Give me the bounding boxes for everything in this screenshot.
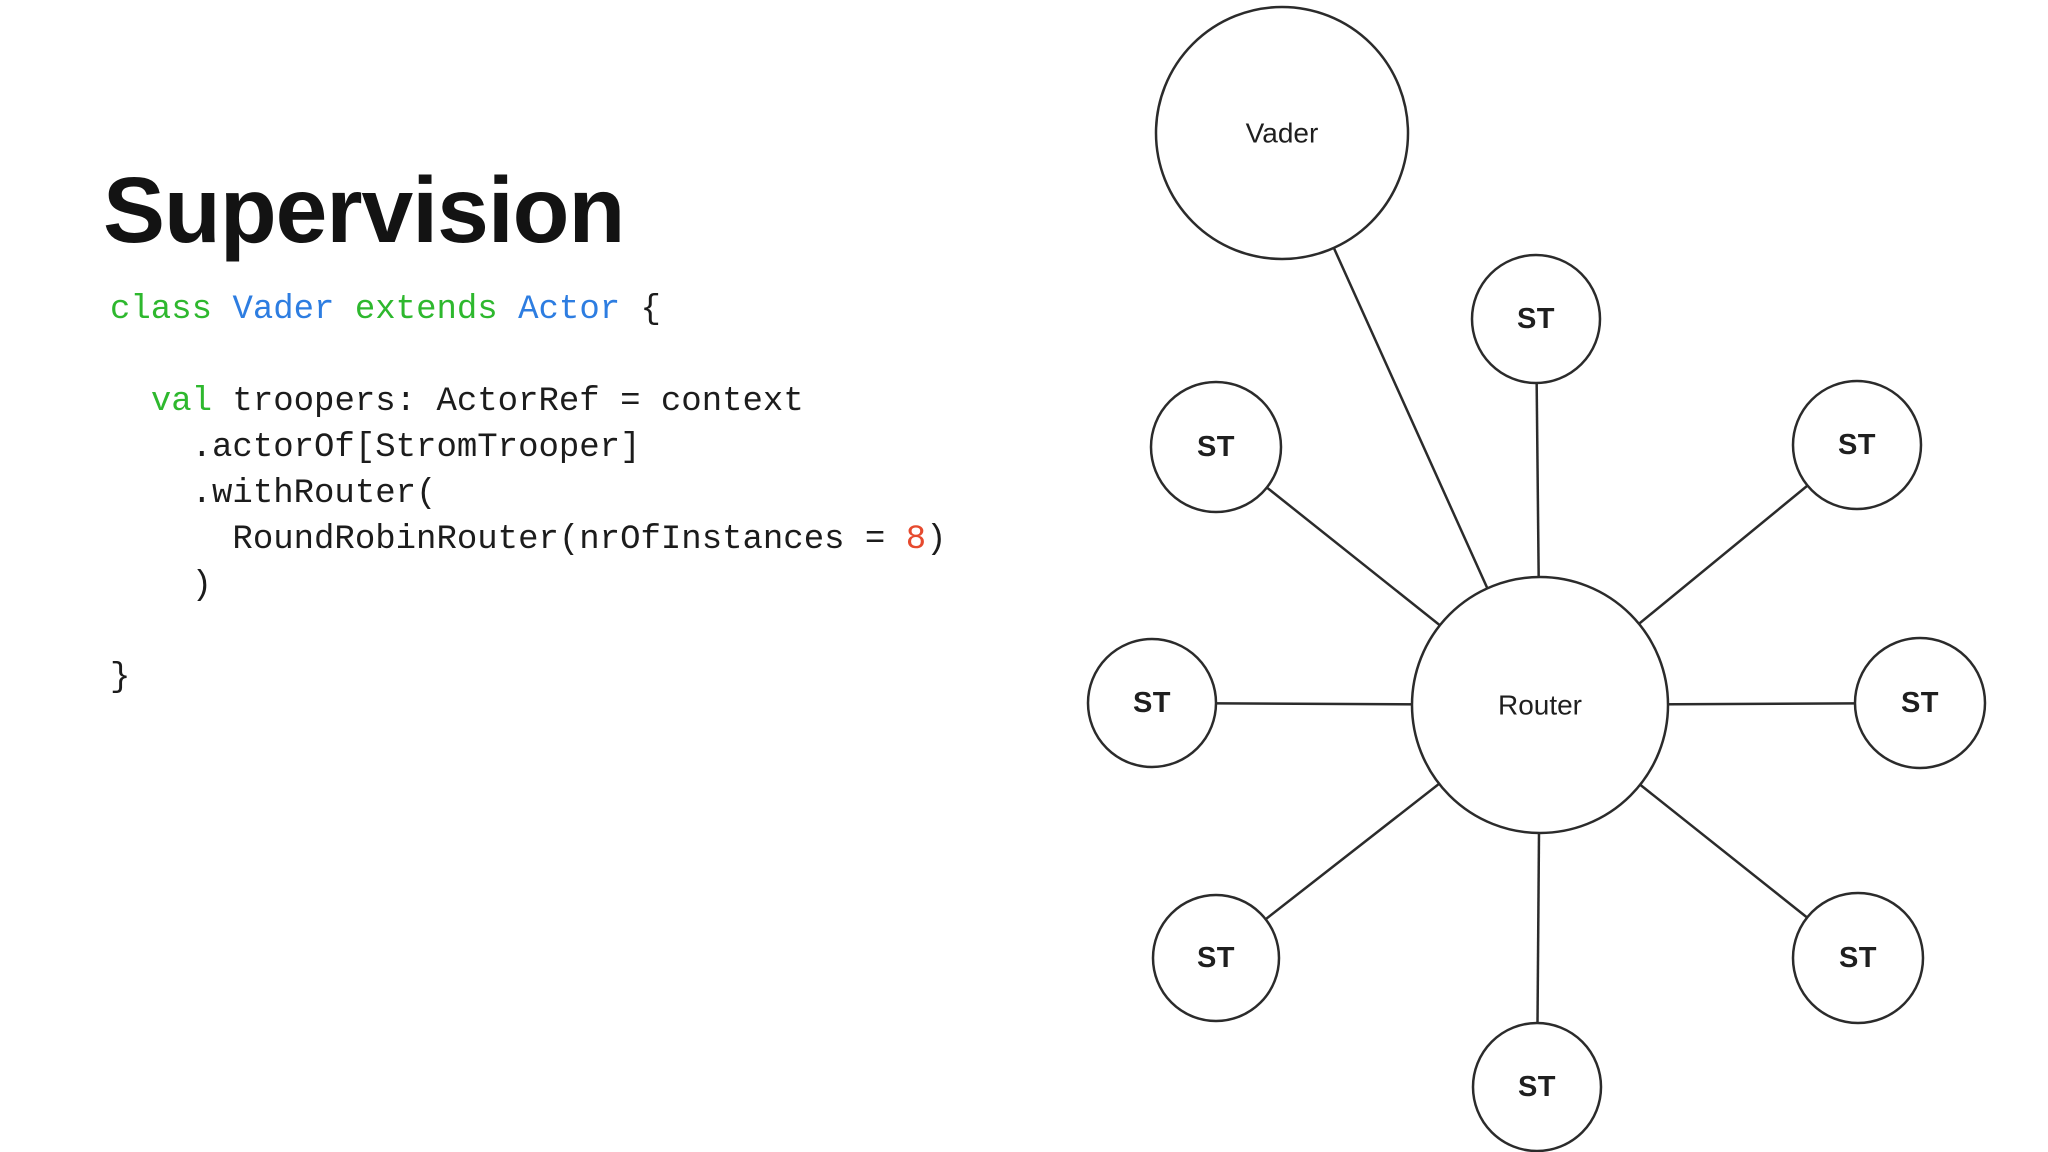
code-line: RoundRobinRouter(nrOfInstances = 8) (110, 517, 947, 563)
node-label-router: Router (1498, 690, 1582, 721)
code-block: class Vader extends Actor { val troopers… (110, 287, 947, 701)
node-label-st-left: ST (1133, 687, 1171, 719)
node-circle-st-right (1853, 636, 1987, 770)
code-token: RoundRobinRouter(nrOfInstances = (110, 521, 906, 559)
node-label-vader: Vader (1246, 118, 1319, 149)
node-label-st-top: ST (1517, 303, 1555, 335)
node-label-st-bottom-left: ST (1197, 942, 1235, 974)
code-token-num: 8 (905, 521, 927, 559)
code-token-type: Vader (232, 291, 335, 329)
node-label-st-upper-right: ST (1838, 429, 1876, 461)
code-token: { (620, 291, 661, 329)
code-token-type: Actor (518, 291, 621, 329)
node-label-st-upper-left: ST (1197, 431, 1235, 463)
code-line: class Vader extends Actor { (110, 287, 947, 333)
code-line: .actorOf[StromTrooper] (110, 425, 947, 471)
code-line: } (110, 655, 947, 701)
node-circle-st-top (1470, 253, 1602, 385)
node-circle-vader (1154, 5, 1410, 261)
code-token: ) (926, 521, 947, 559)
node-circle-st-upper-right (1791, 379, 1923, 511)
code-token-kw: val (150, 383, 213, 421)
slide-title: Supervision (103, 158, 625, 263)
node-circle-st-bottom-left (1151, 893, 1281, 1023)
code-token-kw: extends (354, 291, 498, 329)
code-token: .withRouter( (110, 475, 437, 513)
code-line: val troopers: ActorRef = context (110, 379, 947, 425)
code-line: .withRouter( (110, 471, 947, 517)
node-circle-st-bottom (1471, 1021, 1603, 1152)
node-label-st-bottom: ST (1518, 1071, 1556, 1103)
node-circle-st-left (1086, 637, 1218, 769)
node-label-st-right: ST (1901, 687, 1939, 719)
code-line: ) (110, 563, 947, 609)
node-circle-st-bottom-right (1791, 891, 1925, 1025)
code-token: } (110, 659, 131, 697)
code-token-kw: class (110, 291, 213, 329)
node-label-st-bottom-right: ST (1839, 942, 1877, 974)
node-circle-st-upper-left (1149, 380, 1283, 514)
code-token: ) (110, 567, 213, 605)
node-circle-router (1410, 575, 1670, 835)
code-token: troopers: ActorRef = context (212, 383, 804, 421)
code-token: .actorOf[StromTrooper] (110, 429, 641, 467)
